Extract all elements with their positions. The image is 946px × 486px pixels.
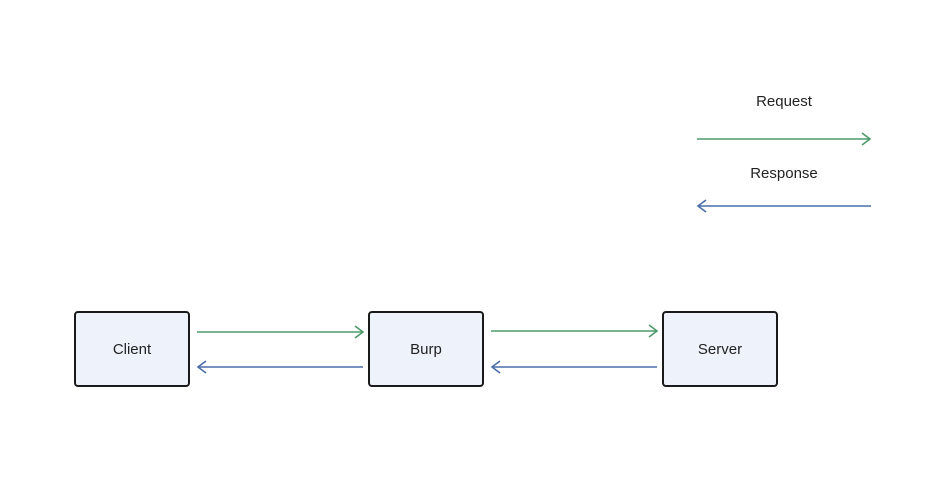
legend-response-label: Response (750, 165, 818, 182)
node-client-label: Client (112, 340, 152, 358)
node-server-label: Server (697, 340, 743, 358)
edge-server-to-burp-response (490, 360, 657, 374)
edge-burp-to-server-request (491, 324, 659, 338)
node-burp-label: Burp (410, 340, 442, 358)
node-burp[interactable]: Burp (368, 311, 484, 387)
legend-request-arrow (697, 132, 872, 146)
node-server[interactable]: Server (662, 311, 778, 387)
edge-burp-to-client-response (196, 360, 363, 374)
legend-request-label: Request (756, 93, 812, 110)
legend-response-arrow (696, 199, 871, 213)
edge-client-to-burp-request (197, 325, 365, 339)
node-client[interactable]: Client (74, 311, 190, 387)
